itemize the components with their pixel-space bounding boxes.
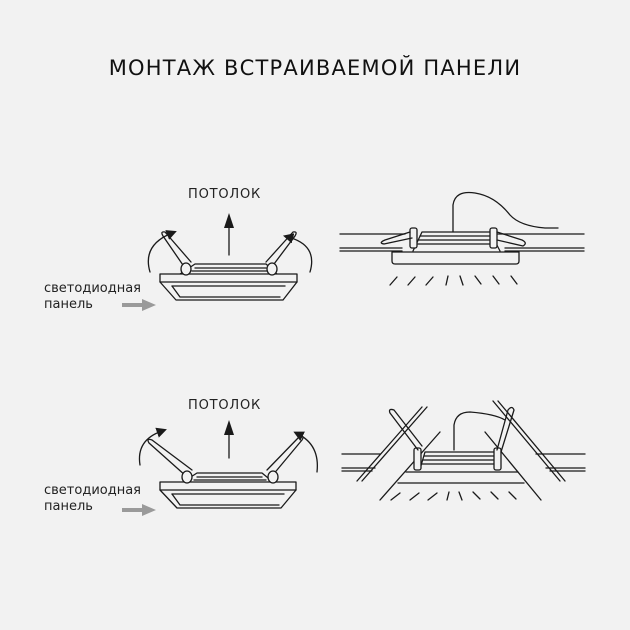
push-arrow-icon-2 — [122, 504, 156, 516]
push-arrow-icon — [122, 299, 156, 311]
rotate-arrow-left-icon — [147, 230, 177, 273]
rotate-arrow-left-icon-2 — [138, 427, 167, 466]
rotate-arrow-right-icon-2 — [293, 431, 319, 473]
ceiling-label-1: ПОТОЛОК — [188, 187, 262, 202]
panel-label-1: светодиодная панель — [44, 281, 141, 313]
panel-label-2-line1: светодиодная — [44, 483, 141, 498]
ceiling-illustration-2 — [341, 400, 586, 501]
panel-label-2-line2: панель — [44, 499, 93, 514]
panel-illustration-2 — [122, 420, 319, 516]
page-title: МОНТАЖ ВСТРАИВАЕМОЙ ПАНЕЛИ — [108, 56, 522, 80]
ceiling-illustration-1 — [339, 191, 585, 286]
panel-label-1-line1: светодиодная — [44, 281, 141, 296]
panel-illustration-1 — [122, 213, 313, 311]
rotate-arrow-right-icon — [282, 233, 313, 273]
panel-label-1-line2: панель — [44, 297, 93, 312]
ceiling-label-2: ПОТОЛОК — [188, 398, 262, 413]
panel-label-2: светодиодная панель — [44, 483, 141, 515]
